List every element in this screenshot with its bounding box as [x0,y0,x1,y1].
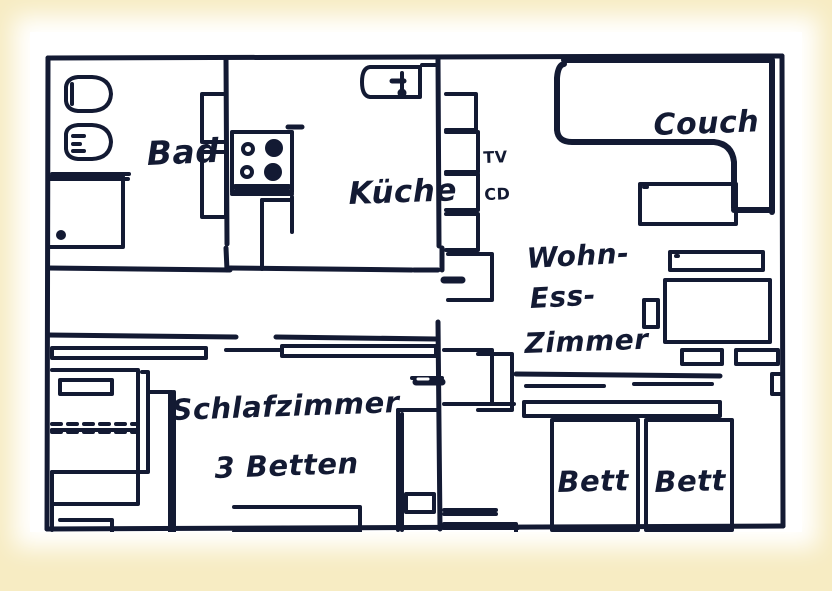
paper-sheet: Bad Küche Couch Wohn- Ess- Zimmer Schlaf… [30,32,802,532]
wardrobe [396,408,440,532]
furniture-label-tv: TV [482,147,508,167]
room-label-bathroom: Bad [145,130,221,173]
furniture-label-bed-left: Bett [556,463,630,499]
nightstand [476,352,516,412]
room-label-bedroom-count: 3 Betten [213,445,360,485]
floor-plan-drawing [44,53,786,532]
kitchen-fixtures [200,63,440,271]
furniture-label-couch: Couch [652,104,760,143]
bathroom-fixtures [48,75,131,249]
room-label-living-line1: Wohn- [525,236,631,275]
beds-right [522,382,734,532]
room-label-kitchen: Küche [347,172,458,212]
room-label-living-line2: Ess- [528,278,597,315]
furniture-label-cd: CD [483,184,511,204]
wall-niche-right [770,372,784,396]
tv-cd-shelf [444,92,480,252]
dining-set [642,250,780,366]
room-label-living-line3: Zimmer [523,322,650,360]
couch [554,57,775,215]
bedroom-right-shelf [280,344,438,358]
outer-walls [44,53,786,532]
doors [410,252,498,516]
corner-cabinet [442,522,520,532]
furniture-label-bed-right: Bett [653,463,727,499]
coffee-table [638,182,738,226]
bedroom-furniture [50,346,362,532]
room-label-bedroom: Schlafzimmer [170,385,401,427]
